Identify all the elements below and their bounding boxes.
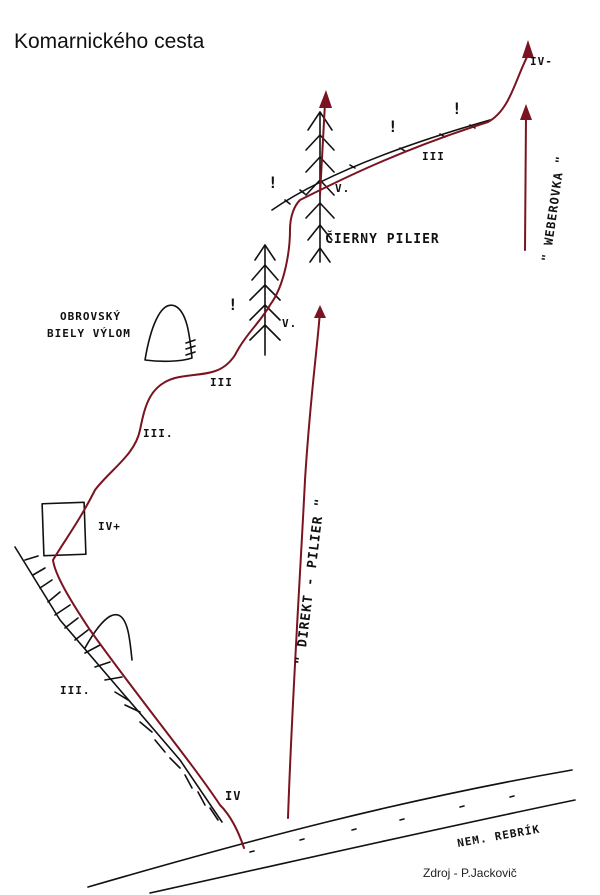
danger-marker: !: [268, 173, 279, 192]
upper-ledge: [271, 119, 491, 211]
label-cierny-pilier: ČIERNY PILIER: [325, 231, 440, 247]
danger-marker: !: [388, 117, 399, 136]
grade-bottom-iv: IV: [225, 789, 241, 803]
left-ridge: [14, 546, 223, 823]
grade-mid-v: V.: [282, 317, 297, 330]
main-route: [52, 54, 529, 849]
weberovka-route: [524, 114, 527, 251]
label-nem-rebrik: NEM. REBRÍK: [456, 823, 541, 850]
rock-block: [41, 501, 87, 557]
upper-arrow-head: [319, 90, 332, 108]
grade-lower-iii: III.: [143, 427, 174, 440]
upper-route-arrow: [319, 102, 326, 196]
grade-top-right: IV-: [530, 55, 553, 68]
danger-marker: !: [228, 295, 239, 314]
label-weberovka: " WEBEROVKA ": [539, 155, 568, 263]
grade-left-iii: III.: [60, 684, 91, 697]
page-title: Komarnického cesta: [14, 30, 205, 53]
road: [87, 769, 576, 894]
label-biely-vylom: BIELY VÝLOM: [47, 327, 131, 340]
source-credit: Zdroj - P.Jackovič: [423, 866, 517, 880]
label-obrovsky: OBROVSKÝ: [60, 310, 121, 323]
weberovka-arrow: [520, 104, 532, 120]
grade-mid-iii: III: [210, 376, 233, 389]
direkt-pilier-route: [287, 311, 321, 819]
direkt-arrow: [314, 305, 326, 318]
route-arrow-top: [522, 40, 534, 58]
pine-symbols: [249, 111, 335, 356]
label-direkt-pilier: " DIREKT - PILIER ": [293, 497, 328, 665]
grade-upper-v: V.: [335, 182, 350, 195]
white-overhang: [144, 304, 193, 363]
grade-upper-iii: III: [422, 150, 445, 163]
danger-marker: !: [452, 99, 463, 118]
grade-iv-plus: IV+: [98, 520, 121, 533]
